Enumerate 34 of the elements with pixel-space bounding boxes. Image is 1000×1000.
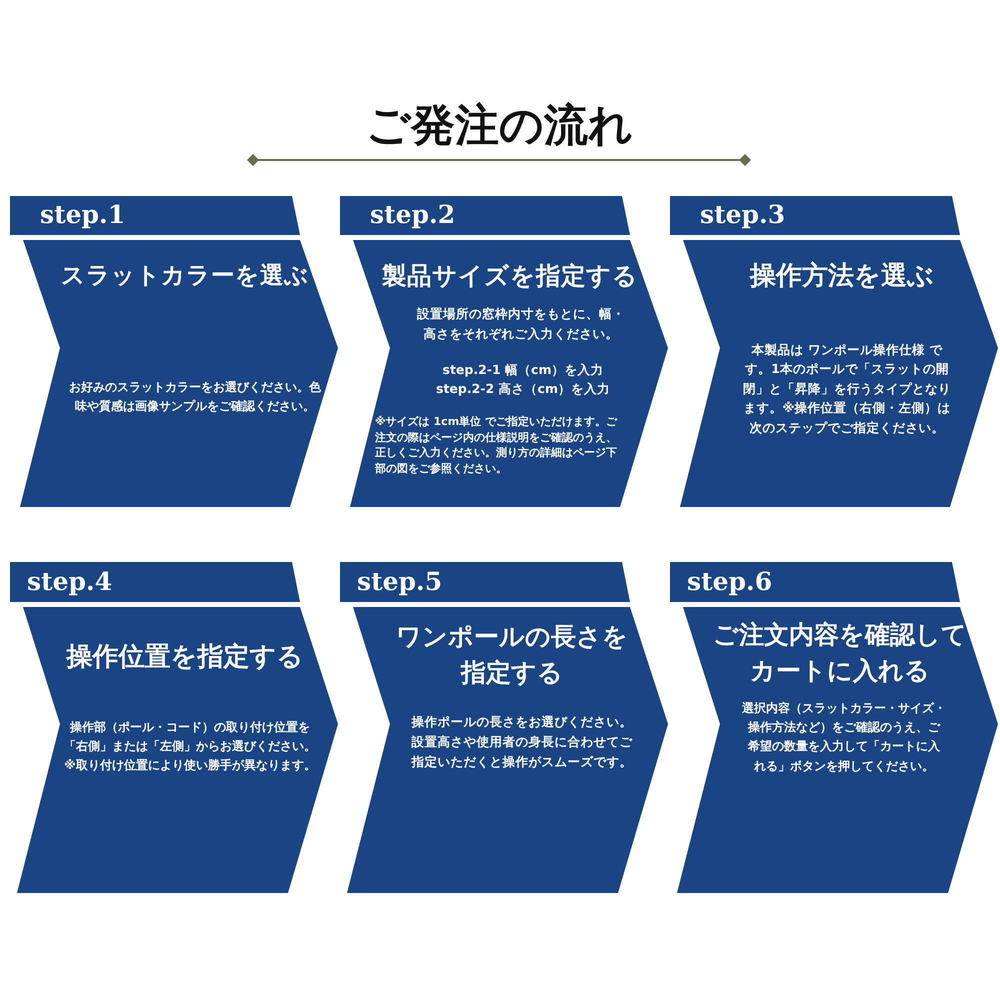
step-description: 操作部（ポール・コード）の取り付け位置を「右側」または「左側」からお選びください。※取り付け位置により使い勝手が異なります。 [64,719,316,774]
chevron-panel [680,240,998,507]
step-description: 設置場所の窓枠内寸をもとに、幅・高さをそれぞれご入力ください。 [416,305,626,343]
step-banner [10,562,300,602]
step-heading: ご注文内容を確認してカートに入れる [712,619,968,688]
step-description: 操作ポールの長さをお選びください。設置高さや使用者の身長に合わせてご指定いただくと操作がスムーズです。 [411,713,633,771]
step-heading: 操作方法を選ぶ [750,260,934,293]
chevron-panel [347,607,668,893]
step-banner [340,196,630,235]
step-heading: 製品サイズを指定する [382,260,638,292]
input-step-text: step.2-2 高さ（cm）を入力 [436,380,610,398]
step-description: 選択内容（スラットカラー・サイズ・操作方法など）をご確認のうえ、ご希望の数量を入力して「カートに入れる」ボタンを押してください。 [742,700,946,775]
step-heading: スラットカラーを選ぶ [60,260,310,291]
step-banner [340,562,630,602]
step-banner [670,196,960,235]
chevron-panel [20,240,338,507]
chevron-panel [350,240,668,507]
title: ご発注の流れ [366,100,634,153]
step-label: step.2 [370,202,456,227]
step-banner [10,196,300,235]
step-label: step.1 [40,202,126,227]
step-heading: 操作位置を指定する [66,641,304,674]
step-banner [670,562,960,602]
step-label: step.5 [357,568,442,594]
note-text: ※サイズは 1cm単位 でご指定いただけます。ご注文の際はページ内の仕様説明をご確認のうえ、正しくご入力ください。測り方の詳細はページ下部の図をご参照ください。 [375,414,617,476]
step-label: step.3 [700,202,786,227]
chevron-panel [677,607,998,893]
step-heading: ワンポールの長さを指定する [396,621,628,690]
step-description: お好みのスラットカラーをお選びください。色味や質感は画像サンプルをご確認ください。 [68,379,322,416]
step-label: step.6 [687,568,772,594]
step-label: step.4 [27,568,112,594]
chevron-panel [17,607,338,893]
input-step-text: step.2-1 幅（cm）を入力 [442,361,604,378]
step-description: 本製品は ワンポール操作仕様 です。1本のポールで「スラットの開閉」と「昇降」を行うタイプとなります。※操作位置（右側・左側）は次のステップでご指定ください。 [742,341,952,436]
